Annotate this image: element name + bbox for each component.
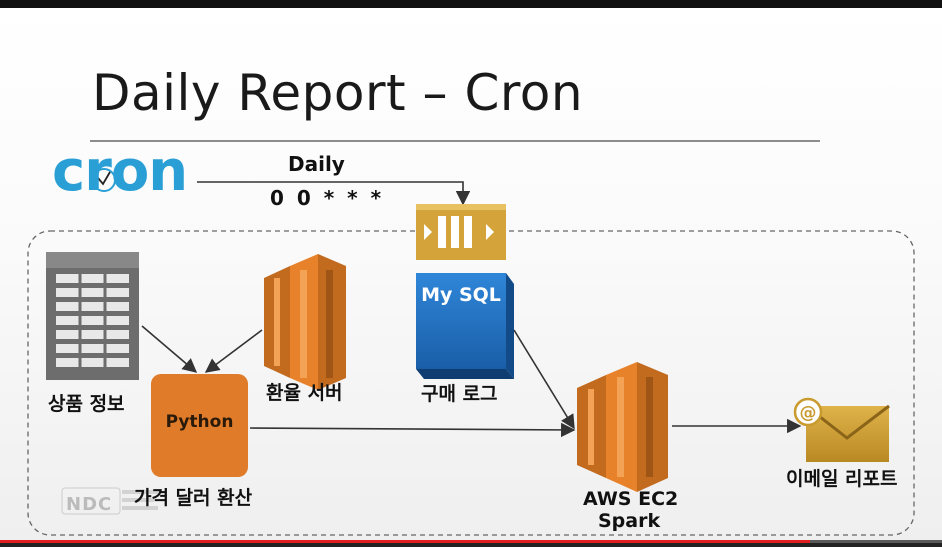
architecture-diagram: @ xyxy=(27,168,915,536)
slide: Daily Report – Cron xyxy=(0,8,942,540)
exchange-server-label: 환율 서버 xyxy=(266,382,343,404)
mysql-label: My SQL xyxy=(421,284,501,306)
video-progress-fill xyxy=(0,540,811,543)
price-convert-label: 가격 달러 환산 xyxy=(134,487,253,509)
watermark-text: NDC xyxy=(66,494,113,515)
exchange-server-icon xyxy=(264,254,346,390)
arrow-python-ec2 xyxy=(249,422,576,438)
title-divider xyxy=(90,140,820,142)
aws-ec2-icon xyxy=(577,362,668,492)
clock-icon xyxy=(92,168,116,192)
spark-label: Spark xyxy=(598,510,661,532)
product-info-label: 상품 정보 xyxy=(48,393,125,415)
python-label: Python xyxy=(165,412,234,432)
arrow-table-python xyxy=(141,325,198,373)
table-icon xyxy=(46,252,139,380)
slide-title: Daily Report – Cron xyxy=(92,64,584,122)
arrow-server-python xyxy=(204,329,263,373)
purchase-log-label: 구매 로그 xyxy=(421,383,498,405)
arrow-mysql-ec2 xyxy=(513,329,575,430)
queue-icon xyxy=(416,204,506,260)
schedule-label: Daily xyxy=(288,152,345,176)
schedule-expression: 0 0 * * * xyxy=(270,186,385,210)
email-report-label: 이메일 리포트 xyxy=(786,468,898,490)
email-icon: @ xyxy=(793,397,890,462)
cron-logo: cron xyxy=(52,139,188,204)
aws-ec2-label: AWS EC2 xyxy=(583,488,679,510)
mysql-icon xyxy=(416,273,514,379)
ndc-watermark xyxy=(61,487,160,515)
video-control-bar xyxy=(0,540,942,547)
python-box xyxy=(151,374,248,477)
svg-text:@: @ xyxy=(800,403,817,423)
cron-arrow xyxy=(197,181,471,206)
